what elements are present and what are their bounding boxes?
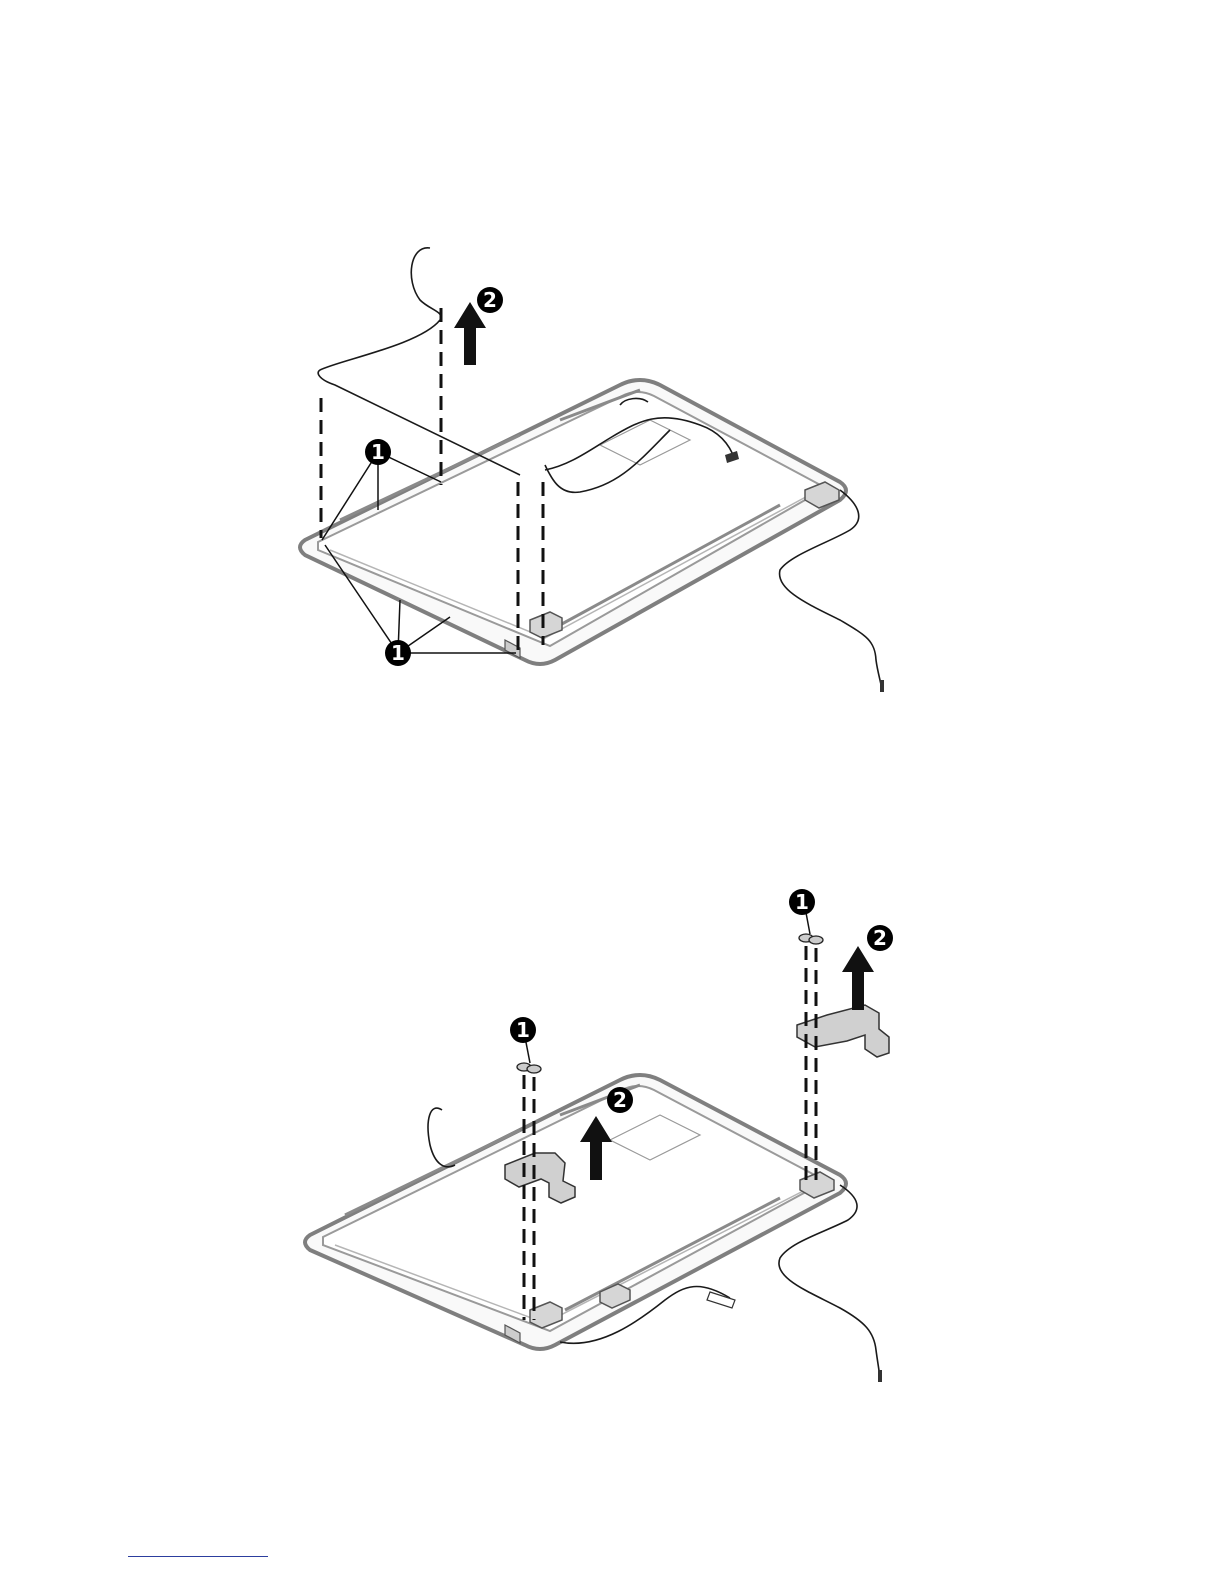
antenna-removal-illustration: 1 1 2 (0, 220, 1224, 710)
svg-text:1: 1 (516, 1018, 530, 1042)
display-back-cover (300, 380, 846, 664)
callout-1-upper: 1 (365, 439, 391, 465)
svg-text:1: 1 (371, 440, 385, 464)
screws (517, 934, 823, 1073)
callout-2-right: 2 (867, 925, 893, 951)
lift-arrow-icon (842, 946, 874, 1010)
hinge-removal-illustration: 1 2 1 2 (0, 880, 1224, 1400)
svg-text:2: 2 (483, 288, 497, 312)
display-back-cover (305, 1075, 846, 1349)
right-hinge (797, 1005, 889, 1057)
callout-2-left: 2 (607, 1087, 633, 1113)
figure-antenna-removal: 1 1 2 (0, 220, 1224, 710)
svg-text:1: 1 (391, 641, 405, 665)
svg-text:2: 2 (613, 1088, 627, 1112)
callout-1-right: 1 (789, 889, 815, 915)
footnote-separator (128, 1556, 268, 1557)
callout-1-left: 1 (510, 1017, 536, 1043)
svg-text:1: 1 (795, 890, 809, 914)
figure-hinge-removal: 1 2 1 2 (0, 880, 1224, 1400)
svg-text:2: 2 (873, 926, 887, 950)
callout-leaders (524, 902, 810, 1063)
callout-2: 2 (477, 287, 503, 313)
lift-arrow-icon (454, 302, 486, 365)
callout-1-lower: 1 (385, 640, 411, 666)
